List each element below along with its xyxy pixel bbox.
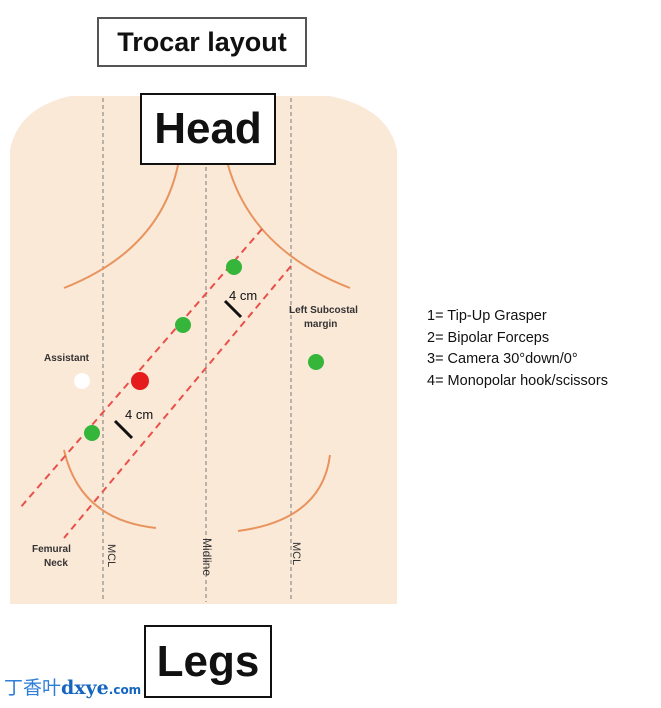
distance-label-lower: 4 cm [125, 407, 153, 422]
instrument-legend: 1= Tip-Up Grasper 2= Bipolar Forceps 3= … [427, 306, 608, 392]
legs-label: Legs [156, 636, 260, 686]
femoral-label-line1: Femural [32, 544, 71, 555]
distance-bar-upper [223, 299, 243, 319]
watermark-suffix: .com [108, 683, 142, 697]
body-contours [63, 164, 351, 532]
subcostal-label-line1: Left Subcostal [289, 305, 358, 316]
distance-bar-lower [113, 419, 134, 440]
port-line-upper [19, 228, 263, 509]
head-label: Head [154, 104, 262, 153]
green-port-lower [84, 425, 100, 441]
right-hip-arc [237, 454, 331, 532]
green-port-subcostal [308, 354, 324, 370]
mcl-left-label: MCL [105, 544, 117, 567]
watermark-latin: dxye [61, 677, 109, 699]
assistant-label: Assistant [44, 353, 90, 364]
port-lines [19, 228, 292, 539]
reference-lines [102, 98, 292, 602]
ports [74, 259, 324, 441]
legend-item-3: 3= Camera 30°down/0° [427, 351, 578, 367]
legend-item-1: 1= Tip-Up Grasper [427, 308, 547, 324]
distance-label-upper: 4 cm [229, 288, 257, 303]
legend-item-2: 2= Bipolar Forceps [427, 329, 550, 346]
legend-item-4: 4= Monopolar hook/scissors [427, 372, 608, 389]
right-costal-arc [227, 164, 351, 289]
distance-markers [113, 299, 243, 440]
title-box: Trocar layout [97, 17, 307, 67]
torso-outline [10, 96, 397, 604]
watermark-chinese: 丁香叶 [4, 677, 62, 699]
assistant-port [74, 373, 90, 389]
subcostal-label-line2: margin [304, 319, 337, 330]
legs-label-box: Legs [144, 625, 272, 698]
watermark: 丁香叶dxye.com [4, 673, 141, 700]
femoral-label-line2: Neck [44, 558, 68, 569]
left-hip-arc [63, 449, 157, 529]
mcl-right-label: MCL [290, 542, 302, 565]
camera-port-red [131, 372, 149, 390]
page-title: Trocar layout [117, 26, 287, 57]
midline-label: Midline [200, 538, 214, 576]
head-label-box: Head [140, 93, 276, 165]
left-costal-arc [63, 164, 179, 289]
green-port-upper [226, 259, 242, 275]
green-port-mid [175, 317, 191, 333]
